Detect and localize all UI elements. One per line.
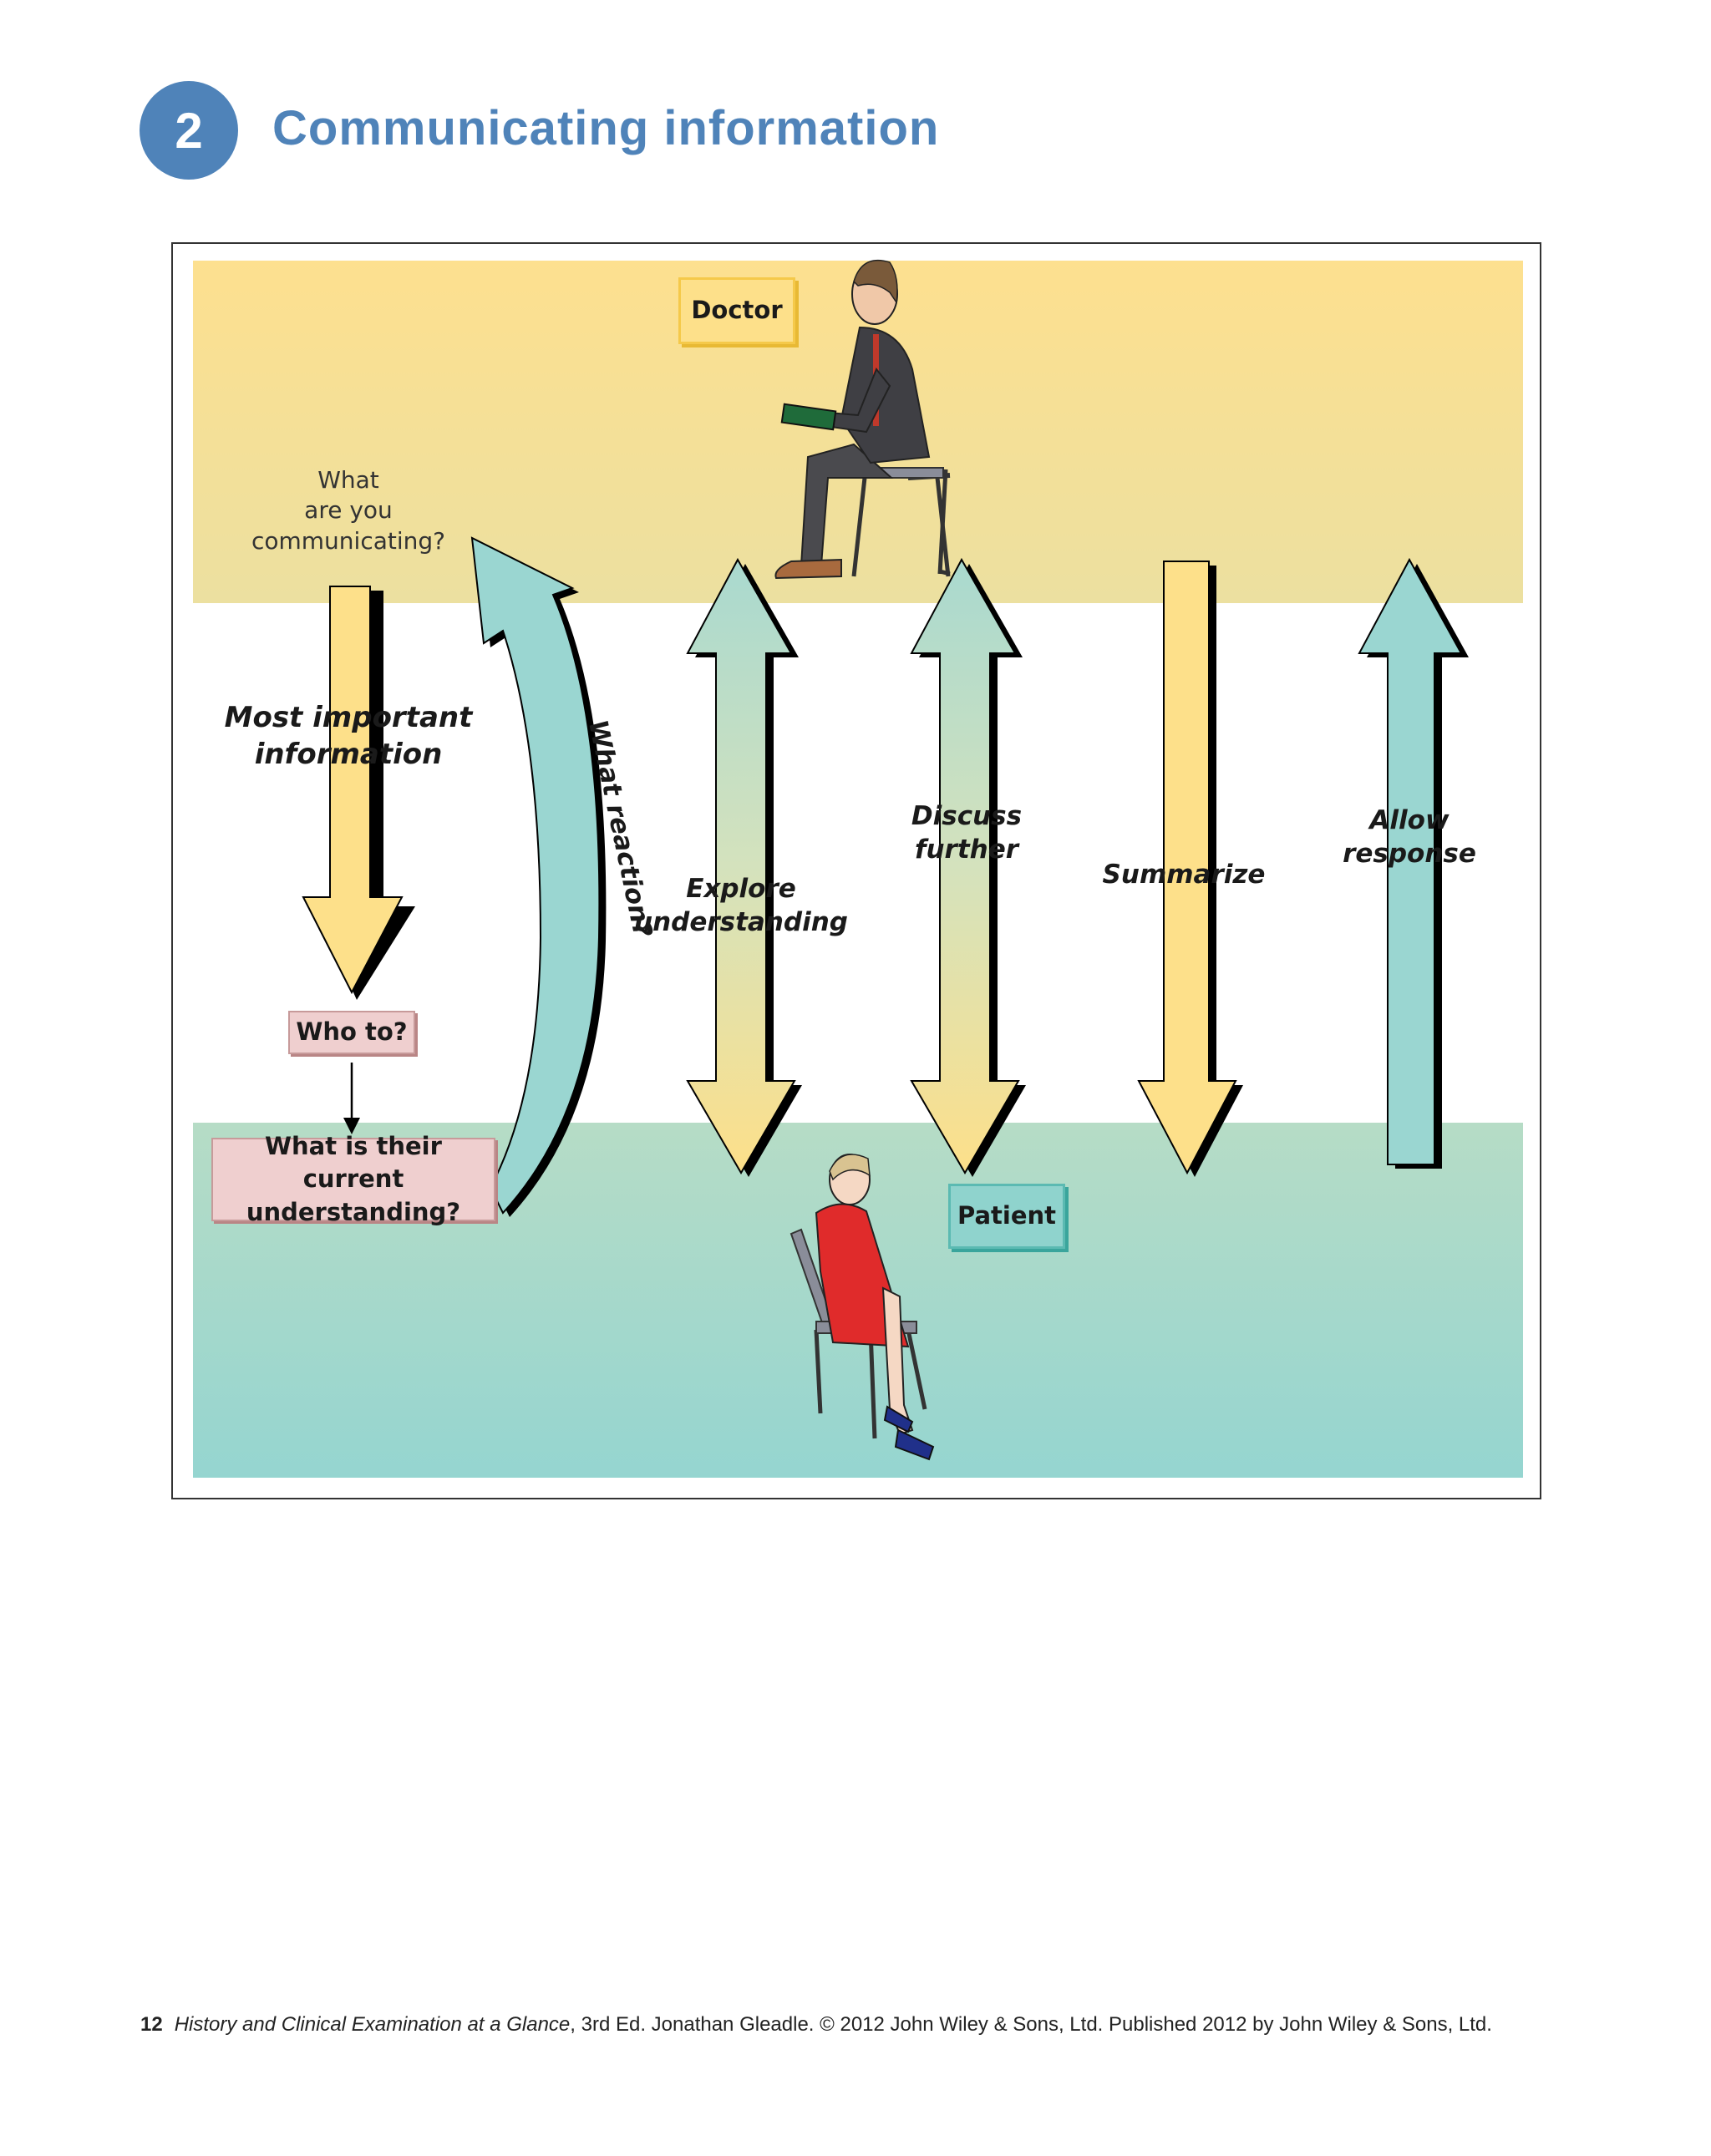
doctor-label: Doctor [678,277,795,344]
doctor-illustration [774,259,951,580]
current-understanding-box: What is their current understanding? [211,1132,495,1226]
summarize-label: Summarize [1102,860,1266,890]
most-important-information-label: Most important information [224,701,473,772]
diagram-graphics [193,259,1523,1478]
patient-illustration [789,1154,935,1461]
arrow-explore [686,557,802,1177]
arrow-summarize [1137,561,1243,1177]
page-footer: 12 History and Clinical Examination at a … [140,2013,1492,2037]
patient-label: Patient [948,1184,1065,1249]
chapter-badge: 2 [140,81,238,180]
question-communicating: What are you communicating? [251,466,446,555]
arrow-what-reaction [470,536,607,1217]
arrow-discuss [910,557,1026,1177]
who-to-box: Who to? [288,1011,415,1054]
copyright-text: , 3rd Ed. Jonathan Gleadle. © 2012 John … [570,2013,1492,2036]
page-title: Communicating information [272,101,940,155]
arrow-most-important [302,586,415,1000]
allow-response-label: Allow response [1343,805,1476,870]
explore-understanding-label: Explore understanding [634,874,848,938]
arrow-allow-response [1358,557,1469,1169]
page-number: 12 [140,2013,163,2036]
discuss-further-label: Discuss further [911,801,1023,865]
communication-diagram: Doctor Patient What are you communicatin… [171,242,1541,1499]
book-title: History and Clinical Examination at a Gl… [174,2013,571,2036]
arrow-who-to [343,1063,360,1134]
